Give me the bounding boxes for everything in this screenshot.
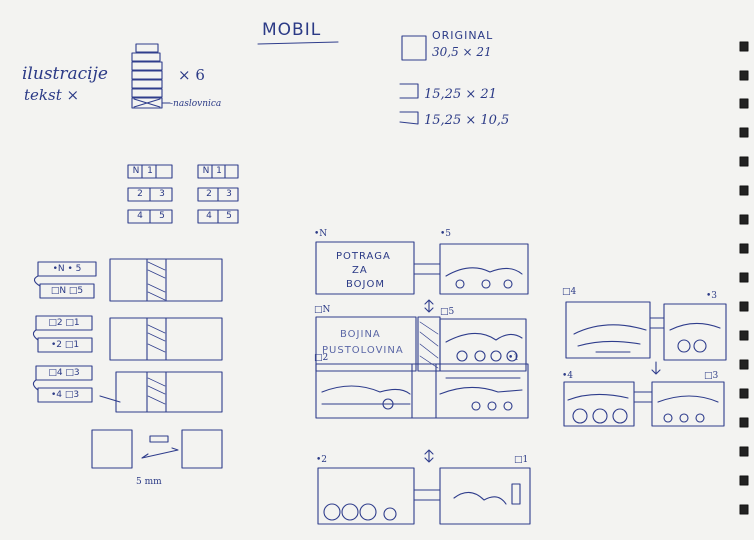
dimension-label: 5 mm <box>136 477 162 487</box>
tab-label: □2 □1 <box>48 318 80 328</box>
dimension-sketch <box>91 429 223 469</box>
format-original-label: ORIGINAL <box>432 29 494 42</box>
format-half-size: 15,25 × 21 <box>424 87 497 102</box>
grid-right-cell: 2 <box>206 189 212 199</box>
spread-label: □1 <box>514 455 529 465</box>
grid-right-cell: 1 <box>216 166 222 176</box>
spread-label: •2 <box>316 455 328 465</box>
format-original-size: 30,5 × 21 <box>432 45 492 59</box>
storyboard-row-1 <box>315 241 529 295</box>
cover-title-line1: POTRAGA <box>336 251 391 262</box>
grid-left-cell: 5 <box>159 211 165 221</box>
spread-label: •N <box>314 229 328 239</box>
spread-label: □5 <box>440 307 455 317</box>
spiral-binding <box>739 41 749 515</box>
spread-label: •1 <box>508 353 520 363</box>
tab-strips <box>32 261 97 403</box>
tab-label: •4 □3 <box>50 390 80 400</box>
tab-label: □N □5 <box>50 286 84 296</box>
spread-label: □4 <box>562 287 577 297</box>
storyboard-row-2 <box>315 299 527 372</box>
tab-label: □4 □3 <box>48 368 80 378</box>
back-title-line1: BOJINA <box>340 329 381 340</box>
format-icons <box>399 35 427 125</box>
grid-left-cell: 3 <box>159 189 165 199</box>
cover-label: -naslovnica <box>170 99 222 109</box>
storyboard-row-4 <box>317 449 531 525</box>
format-quarter-size: 15,25 × 10,5 <box>424 113 510 128</box>
grid-right-cell: 4 <box>206 211 212 221</box>
book-stack-icon <box>131 43 171 109</box>
page-title: MOBIL <box>262 20 322 40</box>
cover-title-line2: ZA <box>352 265 368 276</box>
back-title-line2: PUSTOLOVINA <box>322 345 404 356</box>
grid-right-cell: N <box>202 166 210 176</box>
numbering-grids <box>127 164 239 224</box>
spread-label: •3 <box>706 291 718 301</box>
left-label-illustrations: ilustracije <box>22 64 108 84</box>
title-underline <box>257 41 339 45</box>
stack-multiplier: × 6 <box>178 66 205 84</box>
spread-label: □3 <box>704 371 719 381</box>
grid-left-cell: 4 <box>137 211 143 221</box>
tab-label: •2 □1 <box>50 340 80 350</box>
storyboard-right <box>563 301 727 427</box>
grid-left-cell: 1 <box>147 166 153 176</box>
spread-label: □N <box>314 305 331 315</box>
left-spreads <box>99 258 223 413</box>
grid-left-cell: N <box>132 166 140 176</box>
grid-left-cell: 2 <box>137 189 143 199</box>
grid-right-cell: 5 <box>226 211 232 221</box>
storyboard-row-3 <box>315 363 529 419</box>
tab-label: •N • 5 <box>52 264 82 274</box>
spread-label: •5 <box>440 229 452 239</box>
cover-title-line3: BOJOM <box>346 279 386 290</box>
spread-label: □2 <box>314 353 329 363</box>
left-label-text: tekst × <box>24 86 80 104</box>
spread-label: •4 <box>562 371 574 381</box>
grid-right-cell: 3 <box>226 189 232 199</box>
